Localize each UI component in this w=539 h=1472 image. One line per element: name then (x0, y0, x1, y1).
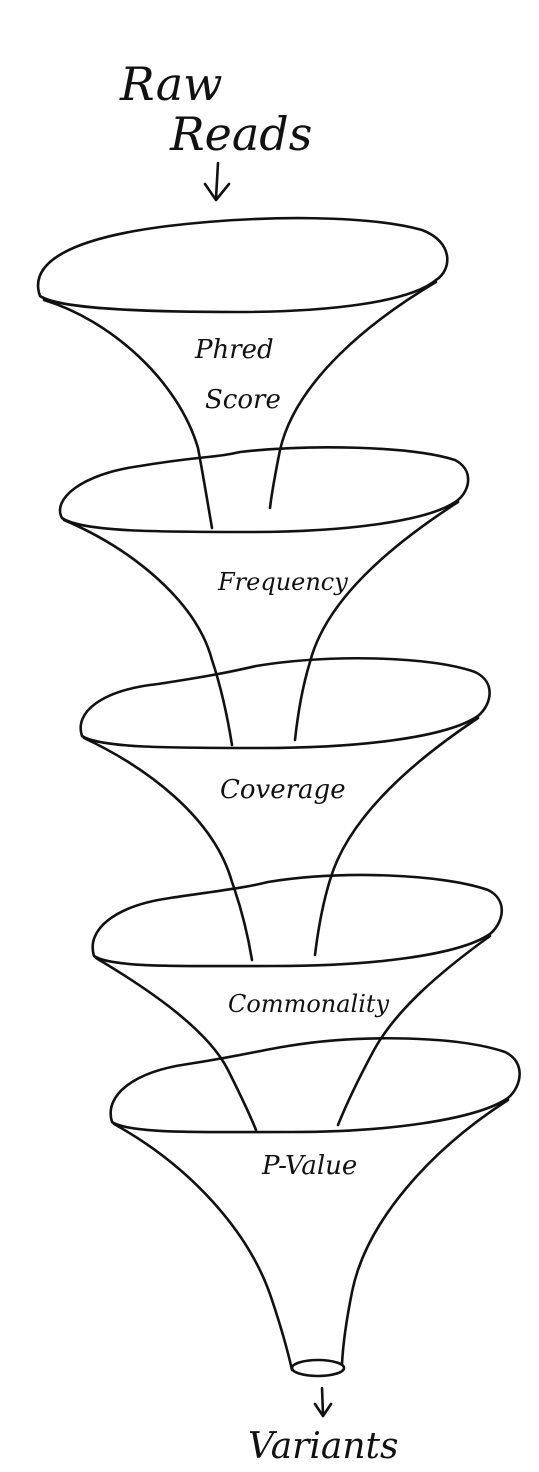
funnel-4-label: Commonality (228, 990, 390, 1018)
funnel-4-left-side (94, 956, 258, 1132)
funnel-stage-1: Phred Score (36, 216, 449, 530)
funnel-3-rim (79, 657, 491, 750)
input-label-line1: Raw (119, 57, 223, 111)
funnel-5-left-side (112, 1122, 294, 1372)
output-label: Variants (248, 1426, 398, 1467)
funnel-2-label: Frequency (217, 568, 348, 596)
funnel-stage-2: Frequency (58, 446, 470, 747)
funnel-5-rim (109, 1037, 521, 1134)
funnel-stage-5: P-Value (109, 1037, 521, 1378)
funnel-3-left-side (82, 736, 254, 962)
funnel-1-right-side (268, 280, 438, 510)
input-label-line2: Reads (169, 107, 312, 161)
funnel-1-label-line1: Phred (194, 335, 274, 365)
funnel-3-label: Coverage (220, 775, 346, 805)
input-arrow-icon (203, 161, 231, 202)
funnel-3-right-side (313, 716, 480, 957)
funnel-5-right-side (340, 1098, 510, 1366)
funnel-stage-4: Commonality (91, 873, 504, 1132)
funnel-2-left-side (62, 518, 234, 747)
funnel-2-rim (58, 446, 470, 534)
funnel-outlet (290, 1358, 346, 1378)
funnel-1-rim (36, 216, 449, 314)
funnel-4-rim (91, 873, 504, 968)
funnel-1-left-side (42, 298, 214, 530)
output-arrow-icon (313, 1386, 333, 1418)
funnel-stage-3: Coverage (79, 657, 491, 962)
funnel-4-right-side (336, 934, 492, 1127)
funnel-1-label-line2: Score (205, 385, 281, 415)
funnel-5-label: P-Value (261, 1151, 357, 1181)
funnel-2-right-side (293, 500, 460, 742)
